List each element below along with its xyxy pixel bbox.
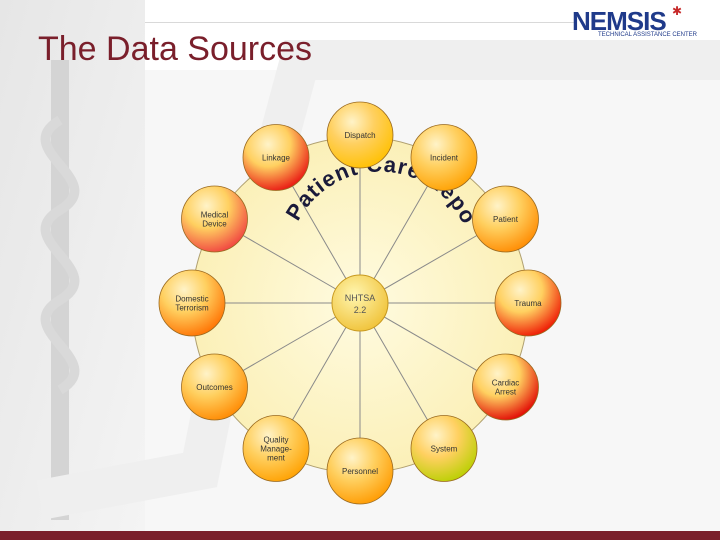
node-circle-quality-management [242,415,310,482]
logo-subtitle: TECHNICAL ASSISTANCE CENTER [598,32,698,38]
source-node-system: System [410,415,478,482]
node-label-personnel: Personnel [342,467,378,476]
hub-label-line2: 2.2 [354,305,367,315]
node-label-patient: Patient [493,215,519,224]
nemsis-logo: NEMSIS ✱ TECHNICAL ASSISTANCE CENTER [572,4,712,42]
node-circle-system [410,415,478,482]
node-label-cardiac-arrest: Arrest [495,388,517,397]
hub-label-line1: NHTSA [345,293,376,303]
node-circle-cardiac-arrest [472,353,539,421]
source-node-patient: Patient [472,185,539,253]
node-circle-medical-device [181,185,248,253]
source-nodes: DispatchIncidentPatientTraumaCardiacArre… [158,101,562,505]
footer-bar [0,531,720,540]
source-node-incident: Incident [410,124,478,191]
source-node-linkage: Linkage [242,124,310,191]
logo-wordmark: NEMSIS [572,6,667,36]
node-label-domestic-terrorism: Terrorism [175,304,209,313]
node-label-incident: Incident [430,154,459,163]
node-label-trauma: Trauma [514,299,542,308]
source-node-personnel: Personnel [326,437,394,505]
source-node-outcomes: Outcomes [181,353,248,421]
node-label-quality-management: Quality [264,435,289,444]
node-circle-dispatch [326,101,394,169]
node-label-quality-management: ment [267,453,286,462]
node-label-medical-device: Device [202,220,227,229]
node-label-linkage: Linkage [262,154,291,163]
center-hub: NHTSA 2.2 [331,274,389,332]
node-label-cardiac-arrest: Cardiac [492,379,520,388]
source-node-dispatch: Dispatch [326,101,394,169]
node-circle-linkage [242,124,310,191]
node-label-outcomes: Outcomes [196,383,232,392]
node-label-domestic-terrorism: Domestic [175,295,208,304]
node-label-quality-management: Manage- [260,444,292,453]
node-circle-incident [410,124,478,191]
node-circle-patient [472,185,539,253]
node-label-medical-device: Medical [201,211,229,220]
page-title: The Data Sources [38,30,313,68]
star-of-life-icon: ✱ [672,4,683,18]
node-circle-trauma [494,269,562,337]
hub-circle [331,274,389,332]
node-label-dispatch: Dispatch [344,131,375,140]
node-label-system: System [431,444,458,453]
header-rule [145,22,575,23]
node-circle-personnel [326,437,394,505]
source-node-trauma: Trauma [494,269,562,337]
node-circle-outcomes [181,353,248,421]
node-circle-domestic-terrorism [158,269,226,337]
